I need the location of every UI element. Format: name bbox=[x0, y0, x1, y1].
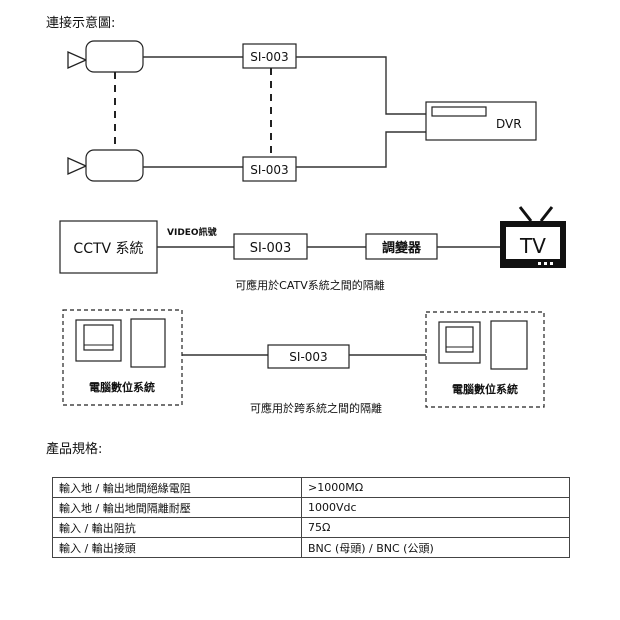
si-003-catv: SI-003 bbox=[233, 233, 308, 260]
spec-label: 輸入 / 輸出阻抗 bbox=[52, 517, 302, 538]
si-003-top: SI-003 bbox=[242, 43, 297, 69]
spec-title: 產品規格: bbox=[46, 442, 103, 457]
table-row: 輸入地 / 輸出地間絕緣電阻 >1000MΩ bbox=[52, 477, 570, 498]
spec-value: 75Ω bbox=[301, 517, 570, 538]
si-003-cross: SI-003 bbox=[267, 344, 350, 369]
modulator-box: 調變器 bbox=[365, 233, 438, 260]
diagram-title: 連接示意圖: bbox=[46, 15, 115, 31]
table-row: 輸入 / 輸出阻抗 75Ω bbox=[52, 517, 570, 538]
tv-label: TV bbox=[519, 234, 546, 258]
table-row: 輸入地 / 輸出地間隔離耐壓 1000Vdc bbox=[52, 497, 570, 518]
cross-system-caption: 可應用於跨系統之間的隔離 bbox=[250, 401, 382, 415]
right-system-group: 電腦數位系統 bbox=[425, 311, 545, 408]
spec-label: 輸入地 / 輸出地間絕緣電阻 bbox=[52, 477, 302, 498]
monitor-left-icon bbox=[75, 319, 122, 362]
svg-text:SI-003: SI-003 bbox=[250, 50, 288, 64]
left-system-group: 電腦數位系統 bbox=[62, 309, 183, 406]
modulator-label: 調變器 bbox=[382, 240, 422, 256]
spec-table: 輸入地 / 輸出地間絕緣電阻 >1000MΩ 輸入地 / 輸出地間隔離耐壓 10… bbox=[52, 477, 570, 558]
wire-to-dvr-bottom bbox=[296, 131, 426, 168]
svg-text:SI-003: SI-003 bbox=[289, 350, 327, 364]
si-003-bottom: SI-003 bbox=[242, 156, 297, 182]
spec-label: 輸入地 / 輸出地間隔離耐壓 bbox=[52, 497, 302, 518]
pc-tower-left-icon bbox=[130, 318, 166, 368]
catv-caption: 可應用於CATV系統之間的隔離 bbox=[235, 278, 385, 292]
video-signal-label: VIDEO訊號 bbox=[167, 226, 217, 238]
spec-value: 1000Vdc bbox=[301, 497, 570, 518]
svg-text:SI-003: SI-003 bbox=[250, 163, 288, 177]
table-row: 輸入 / 輸出接頭 BNC (母頭) / BNC (公頭) bbox=[52, 537, 570, 558]
cctv-label: CCTV 系統 bbox=[73, 241, 143, 257]
dvr-box: DVR bbox=[425, 101, 537, 141]
wire-to-dvr-top bbox=[296, 56, 426, 115]
monitor-right-icon bbox=[438, 321, 481, 364]
right-system-label: 電腦數位系統 bbox=[452, 382, 518, 396]
dvr-label: DVR bbox=[496, 117, 522, 131]
tv-icon: TV bbox=[500, 206, 566, 268]
cctv-system-box: CCTV 系統 bbox=[59, 220, 158, 274]
spec-value: >1000MΩ bbox=[301, 477, 570, 498]
camera-top-icon bbox=[67, 40, 144, 73]
connection-diagram: 連接示意圖: SI-003 SI-003 DVR CCTV 系統 VIDEO訊號… bbox=[46, 15, 566, 415]
pc-tower-right-icon bbox=[490, 320, 528, 370]
dvr-slot-icon bbox=[431, 106, 487, 117]
left-system-label: 電腦數位系統 bbox=[89, 380, 155, 394]
svg-text:SI-003: SI-003 bbox=[250, 241, 292, 256]
spec-value: BNC (母頭) / BNC (公頭) bbox=[301, 537, 570, 558]
spec-label: 輸入 / 輸出接頭 bbox=[52, 537, 302, 558]
camera-bottom-icon bbox=[67, 149, 144, 182]
